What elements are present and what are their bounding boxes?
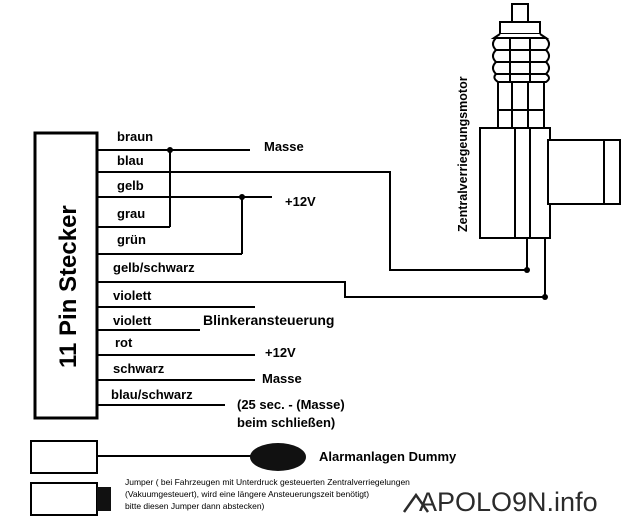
- pin-separators: [97, 149, 380, 406]
- jumper-plug: [30, 482, 98, 516]
- label-masse-top: Masse: [264, 139, 304, 154]
- dummy-label: Alarmanlagen Dummy: [319, 449, 457, 464]
- pin-label-gelb: gelb: [117, 178, 144, 193]
- alarm-dummy: Alarmanlagen Dummy: [30, 440, 457, 474]
- watermark-logo: APOLO9N.info: [402, 487, 598, 517]
- watermark-text: APOLO9N.info: [419, 487, 598, 517]
- wire-gelb-to-motor: [380, 171, 527, 271]
- label-timing-line-1: (25 sec. - (Masse): [237, 397, 345, 412]
- pin-label-blau-schwarz: blau/schwarz: [111, 387, 193, 402]
- dummy-blob: [250, 443, 306, 471]
- pin-label-grau: grau: [117, 206, 145, 221]
- pin-labels: braun blau gelb grau grün gelb/schwarz v…: [111, 129, 195, 402]
- pin-label-gelb-schwarz: gelb/schwarz: [113, 260, 195, 275]
- pin-label-blau: blau: [117, 153, 144, 168]
- label-12v-top: +12V: [285, 194, 316, 209]
- jumper-note-line-3: bitte diesen Jumper dann abstecken): [125, 501, 265, 511]
- dummy-plug: [30, 440, 98, 474]
- junction-dot: [239, 194, 245, 200]
- wire-gelb-schwarz-to-motor: [225, 281, 545, 298]
- motor-bellows: [492, 37, 550, 83]
- jumper-note-line-2: (Vakuumgesteuert), wird eine längere Ans…: [125, 489, 369, 499]
- motor-plunger-cap: [499, 21, 541, 35]
- wiring: [140, 149, 545, 298]
- connector-title: 11 Pin Stecker: [55, 205, 82, 368]
- motor-housing: [547, 139, 621, 205]
- pin-label-rot: rot: [115, 335, 133, 350]
- label-masse-bottom: Masse: [262, 371, 302, 386]
- pin-label-gruen: grün: [117, 232, 146, 247]
- pin-label-violett-2: violett: [113, 313, 152, 328]
- connector-11-pin: 11 Pin Stecker: [33, 131, 99, 420]
- label-timing-line-2: beim schließen): [237, 415, 335, 430]
- pin-label-schwarz: schwarz: [113, 361, 165, 376]
- connector-body: [33, 131, 99, 420]
- junction-dot: [167, 147, 173, 153]
- motor-label: Zentralverriegeungsmotor: [456, 76, 470, 232]
- jumper: Jumper ( bei Fahrzeugen mit Unterdruck g…: [30, 477, 410, 516]
- pin-label-violett-1: violett: [113, 288, 152, 303]
- jumper-bridge: [97, 487, 111, 511]
- jumper-note-line-1: Jumper ( bei Fahrzeugen mit Unterdruck g…: [125, 477, 410, 487]
- label-12v-bottom: +12V: [265, 345, 296, 360]
- locking-motor: [479, 3, 621, 297]
- target-labels: Masse +12V Blinkeransteuerung +12V Masse…: [203, 139, 345, 430]
- pin-label-braun: braun: [117, 129, 153, 144]
- label-blinkeransteuerung: Blinkeransteuerung: [203, 312, 334, 328]
- junctions: [167, 147, 548, 300]
- motor-shaft: [497, 81, 545, 129]
- watermark-mark: [402, 492, 430, 513]
